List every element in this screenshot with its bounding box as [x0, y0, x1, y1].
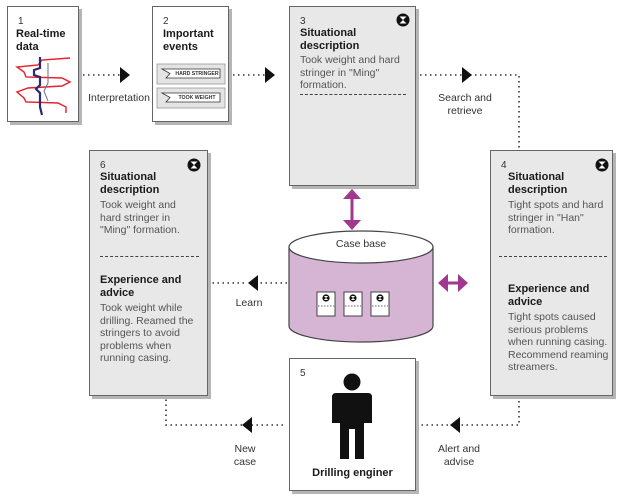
card-situational-description-4: 4 Situational description Tight spots an… — [490, 150, 613, 396]
arrow-up-icon — [343, 189, 361, 199]
divider — [499, 256, 607, 257]
card-title: Situational description — [508, 171, 568, 196]
divider — [100, 256, 199, 257]
card-important-events: 2 Important events HARD STRINGER TOOK WE… — [152, 6, 229, 122]
event-tags-icon — [156, 63, 226, 109]
flow-label-new-case: New case — [233, 443, 257, 468]
hourglass-icon — [187, 158, 201, 172]
card-description: Took weight and hard stringer in "Ming" … — [100, 199, 180, 236]
flow-label-alert-advise: Alert and advise — [437, 443, 481, 468]
card-drilling-engineer: 5 Drilling enginer — [289, 358, 416, 491]
card-title: Drilling enginer — [312, 467, 393, 479]
card-description: Took weight and hard stringer in "Ming" … — [300, 54, 400, 91]
hourglass-icon — [595, 158, 609, 172]
step-number: 2 — [163, 16, 169, 27]
step-number: 4 — [501, 160, 507, 171]
arrow-icon — [265, 67, 275, 83]
flow-label-learn: Learn — [235, 297, 263, 309]
card-situational-description-6: 6 Situational description Took weight an… — [89, 150, 208, 396]
log-curve-icon — [15, 57, 72, 116]
case-base-label: Case base — [335, 238, 387, 250]
experience-title: Experience and advice — [508, 283, 590, 308]
document-icon — [316, 291, 336, 317]
card-description: Tight spots and hard stringer in "Han" f… — [508, 199, 604, 236]
arrow-icon — [450, 417, 460, 433]
event-tag-took-weight: TOOK WEIGHT — [178, 95, 216, 101]
connector-search-4 — [470, 74, 520, 150]
arrow-down-icon — [343, 220, 361, 230]
hourglass-icon — [396, 13, 410, 27]
card-title: Situational description — [100, 171, 160, 196]
step-number: 3 — [300, 16, 306, 27]
connector-newcase-6 — [165, 396, 242, 426]
step-number: 1 — [18, 16, 24, 27]
event-tag-hard-stringer: HARD STRINGER — [175, 71, 219, 77]
experience-text: Tight spots caused serious problems when… — [508, 311, 609, 373]
arrow-right-icon — [458, 274, 468, 292]
arrow-icon — [120, 67, 130, 83]
arrow-left-icon — [438, 274, 448, 292]
experience-text: Took weight while drilling. Reamed the s… — [100, 302, 194, 364]
flow-label-search-retrieve: Search and retrieve — [438, 92, 492, 117]
case-base-cylinder — [288, 230, 434, 343]
divider — [300, 94, 406, 95]
card-title: Real-time data — [16, 28, 66, 53]
card-situational-description-3: 3 Situational description Took weight an… — [289, 6, 416, 186]
connector-4-alert — [460, 396, 520, 426]
card-realtime-data: 1 Real-time data — [7, 6, 79, 122]
flow-label-interpretation: Interpretation — [88, 92, 150, 104]
card-title: Situational description — [300, 27, 360, 52]
document-icon — [343, 291, 363, 317]
step-number: 5 — [300, 368, 306, 379]
step-number: 6 — [100, 160, 106, 171]
card-title: Important events — [163, 28, 214, 53]
arrow-icon — [242, 417, 252, 433]
document-icon — [370, 291, 390, 317]
experience-title: Experience and advice — [100, 274, 182, 299]
arrow-icon — [462, 67, 472, 83]
arrow-icon — [248, 275, 258, 291]
person-icon — [332, 373, 372, 459]
